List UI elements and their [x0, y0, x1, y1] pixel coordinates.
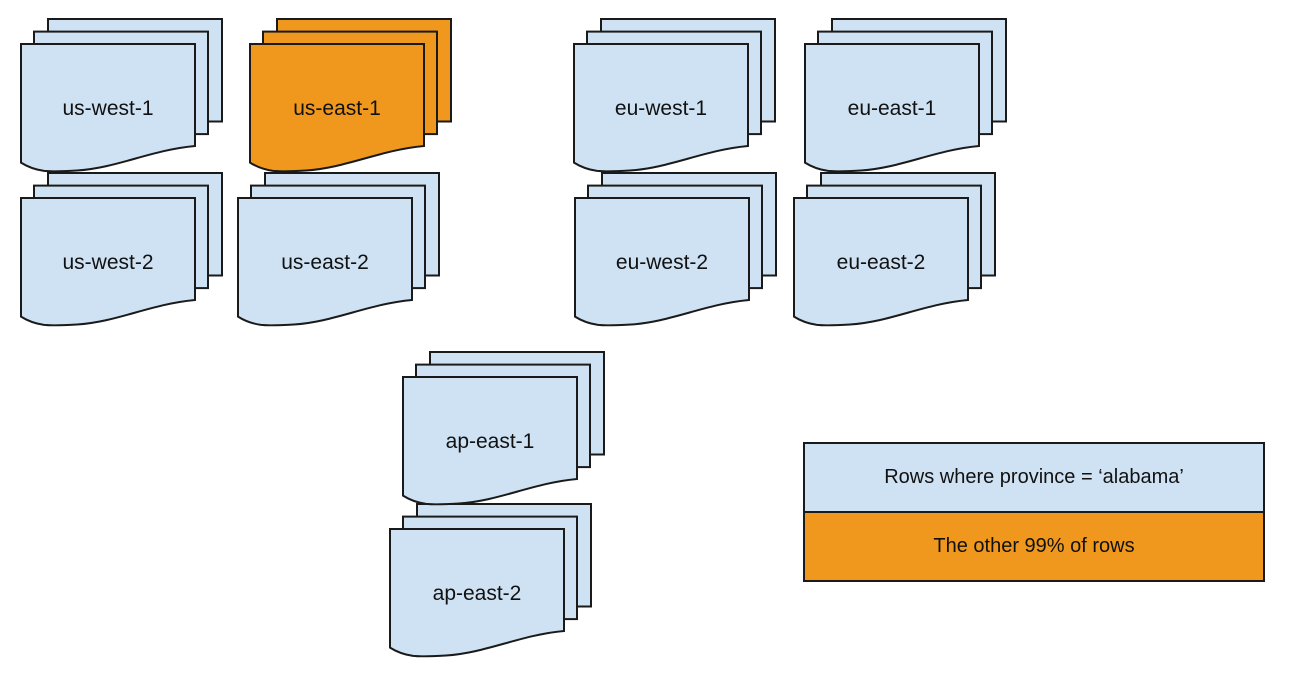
- document-stack-icon: us-east-2: [237, 172, 440, 327]
- region-stack-us-west-1: us-west-1: [20, 18, 224, 174]
- document-front-sheet: [237, 197, 413, 327]
- document-stack-icon: ap-east-1: [402, 351, 605, 506]
- document-front-sheet: [793, 197, 969, 327]
- document-front-sheet: [574, 197, 750, 327]
- region-stack-eu-east-2: eu-east-2: [793, 172, 997, 328]
- region-stack-ap-east-1: ap-east-1: [402, 351, 606, 507]
- legend-label: Rows where province = ‘alabama’: [884, 466, 1184, 488]
- region-label: eu-east-1: [848, 97, 937, 120]
- document-stack-icon: us-east-1: [249, 18, 452, 173]
- region-label: us-east-1: [293, 97, 381, 120]
- region-label: eu-east-2: [837, 251, 926, 274]
- document-front-sheet: [20, 197, 196, 327]
- document-front-sheet: [402, 376, 578, 506]
- document-stack-icon: us-west-1: [20, 18, 223, 173]
- region-label: us-west-1: [62, 97, 153, 120]
- document-stack-icon: ap-east-2: [389, 503, 592, 658]
- legend-label: The other 99% of rows: [933, 535, 1135, 557]
- document-stack-icon: eu-west-2: [574, 172, 777, 327]
- region-stack-us-east-1: us-east-1: [249, 18, 453, 174]
- region-label: ap-east-1: [446, 430, 535, 453]
- document-front-sheet: [804, 43, 980, 173]
- region-label: eu-west-2: [616, 251, 708, 274]
- region-stack-eu-west-2: eu-west-2: [574, 172, 778, 328]
- document-stack-icon: eu-east-1: [804, 18, 1007, 173]
- legend-row-other-rows: The other 99% of rows: [805, 511, 1263, 580]
- document-front-sheet: [573, 43, 749, 173]
- document-stack-icon: eu-east-2: [793, 172, 996, 327]
- document-front-sheet: [249, 43, 425, 173]
- region-stack-us-west-2: us-west-2: [20, 172, 224, 328]
- region-label: eu-west-1: [615, 97, 707, 120]
- region-stack-us-east-2: us-east-2: [237, 172, 441, 328]
- region-stack-eu-west-1: eu-west-1: [573, 18, 777, 174]
- region-label: us-west-2: [62, 251, 153, 274]
- region-label: ap-east-2: [433, 582, 522, 605]
- document-front-sheet: [20, 43, 196, 173]
- document-stack-icon: us-west-2: [20, 172, 223, 327]
- region-label: us-east-2: [281, 251, 369, 274]
- document-front-sheet: [389, 528, 565, 658]
- region-stack-eu-east-1: eu-east-1: [804, 18, 1008, 174]
- region-stack-ap-east-2: ap-east-2: [389, 503, 593, 659]
- legend: Rows where province = ‘alabama’ The othe…: [803, 442, 1265, 582]
- legend-row-province-rows: Rows where province = ‘alabama’: [805, 444, 1263, 511]
- document-stack-icon: eu-west-1: [573, 18, 776, 173]
